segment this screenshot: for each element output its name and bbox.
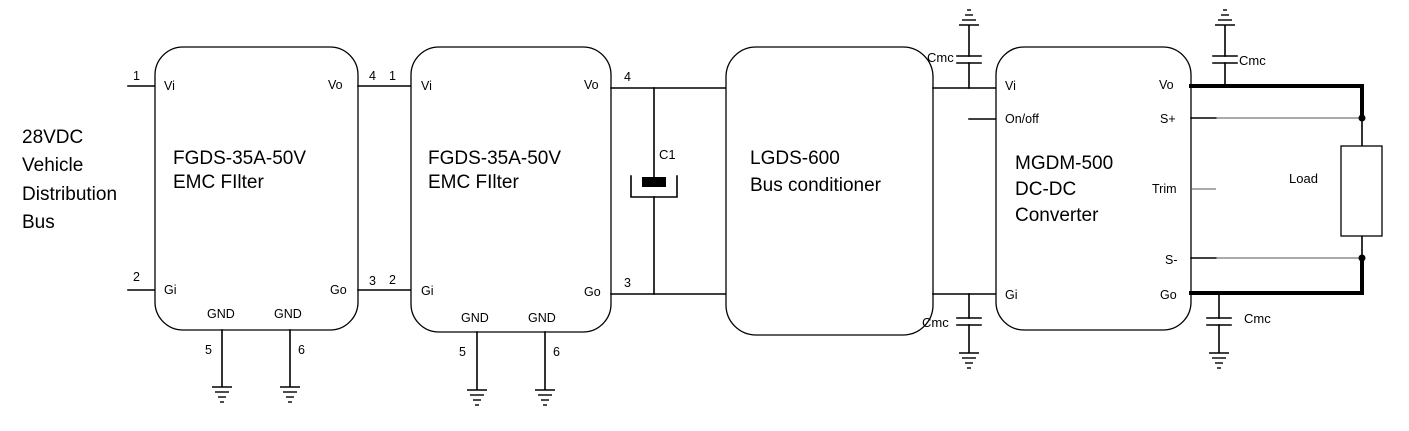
filter1-title-line-1: FGDS-35A-50V xyxy=(173,148,306,169)
cmc-in-bottom-label: Cmc xyxy=(922,315,949,330)
filter1-pin-vi: Vi xyxy=(164,79,175,93)
filter1-num-gnd-b: 6 xyxy=(298,343,305,357)
dc-dc-converter: MGDM-500 DC-DC Converter Vi On/off Gi Vo… xyxy=(968,46,1216,331)
filter1-title-line-2: EMC FIlter xyxy=(173,172,264,193)
ground-icon xyxy=(212,386,232,403)
filter2-title-line-2: EMC FIlter xyxy=(428,172,519,193)
junction-dot xyxy=(1358,254,1366,262)
bus-conditioner: LGDS-600 Bus conditioner xyxy=(725,46,999,336)
cmc-out-top-label: Cmc xyxy=(1239,53,1266,68)
ground-icon xyxy=(467,389,487,406)
filter1-num-vo: 4 xyxy=(369,69,376,83)
converter-title-line-1: MGDM-500 xyxy=(1015,153,1113,174)
capacitor-c1: 4 3 C1 xyxy=(610,70,727,295)
input-label-line-4: Bus xyxy=(22,212,55,233)
input-label-line-1: 28VDC xyxy=(22,127,83,148)
converter-pin-gi: Gi xyxy=(1005,288,1018,302)
filter2-pin-vo: Vo xyxy=(584,78,599,92)
converter-pin-go: Go xyxy=(1160,288,1177,302)
filter-link: 4 1 3 2 xyxy=(357,69,413,291)
filter1-num-gnd-a: 5 xyxy=(205,343,212,357)
ground-icon xyxy=(535,389,555,406)
output-vo-bus xyxy=(1189,84,1364,120)
converter-pin-sminus: S- xyxy=(1165,253,1178,267)
converter-pin-vo: Vo xyxy=(1159,78,1174,92)
junction-dot xyxy=(1358,114,1366,122)
filter2-num-gi: 2 xyxy=(389,273,396,287)
filter2-pin-vi: Vi xyxy=(421,79,432,93)
emc-filter-2: FGDS-35A-50V EMC FIlter Vi Vo Gi Go GND … xyxy=(410,46,612,406)
cmc-out-bottom: Cmc xyxy=(1206,292,1271,369)
ground-icon xyxy=(280,386,300,403)
ground-icon xyxy=(959,9,979,26)
input-label-line-2: Vehicle xyxy=(22,155,83,176)
filter2-pin-go: Go xyxy=(584,285,601,299)
filter1-pin-gnd-a: GND xyxy=(207,307,235,321)
filter2-num-gnd-b: 6 xyxy=(553,345,560,359)
filter1-pin-go: Go xyxy=(330,283,347,297)
cmc-out-top: Cmc xyxy=(1212,9,1266,87)
output-network: Load xyxy=(1189,84,1383,295)
filter1-pin-gnd-b: GND xyxy=(274,307,302,321)
capacitor-plate-icon xyxy=(642,177,666,187)
filter1-num-gi: 2 xyxy=(133,270,140,284)
emc-filter-1: FGDS-35A-50V EMC FIlter Vi Vo Gi Go GND … xyxy=(127,46,359,403)
filter1-num-vi: 1 xyxy=(133,69,140,83)
filter2-pin-gnd-b: GND xyxy=(528,311,556,325)
ground-icon xyxy=(1209,352,1229,369)
conditioner-title-line-2: Bus conditioner xyxy=(750,175,882,196)
ground-icon xyxy=(1215,9,1235,26)
c1-label: C1 xyxy=(659,147,676,162)
cmc-in-bottom: Cmc xyxy=(922,293,982,369)
filter2-pin-gnd-a: GND xyxy=(461,311,489,325)
cmc-in-top-label: Cmc xyxy=(927,50,954,65)
conditioner-block xyxy=(725,46,934,336)
ground-icon xyxy=(959,352,979,369)
converter-pin-splus: S+ xyxy=(1160,112,1176,126)
converter-title-line-2: DC-DC xyxy=(1015,179,1076,200)
load-label: Load xyxy=(1289,171,1318,186)
filter2-num-gnd-a: 5 xyxy=(459,345,466,359)
filter1-pin-gi: Gi xyxy=(164,283,177,297)
filter1-num-go: 3 xyxy=(369,274,376,288)
cmc-in-top: Cmc xyxy=(927,9,982,89)
filter2-num-vi: 1 xyxy=(389,69,396,83)
converter-pin-onoff: On/off xyxy=(1005,112,1039,126)
filter2-block xyxy=(410,46,612,333)
load-resistor-icon xyxy=(1340,145,1383,237)
filter2-num-go: 3 xyxy=(624,276,631,290)
filter1-block xyxy=(154,46,359,331)
converter-title-line-3: Converter xyxy=(1015,205,1099,226)
converter-pin-vi: Vi xyxy=(1005,79,1016,93)
converter-pin-trim: Trim xyxy=(1152,182,1177,196)
filter2-title-line-1: FGDS-35A-50V xyxy=(428,148,561,169)
input-bus-label: 28VDC Vehicle Distribution Bus xyxy=(22,127,117,233)
filter1-pin-vo: Vo xyxy=(328,78,343,92)
cmc-out-bottom-label: Cmc xyxy=(1244,311,1271,326)
filter2-pin-gi: Gi xyxy=(421,284,434,298)
filter2-num-vo: 4 xyxy=(624,70,631,84)
output-go-bus xyxy=(1189,256,1364,295)
conditioner-title-line-1: LGDS-600 xyxy=(750,148,840,169)
input-label-line-3: Distribution xyxy=(22,184,117,205)
